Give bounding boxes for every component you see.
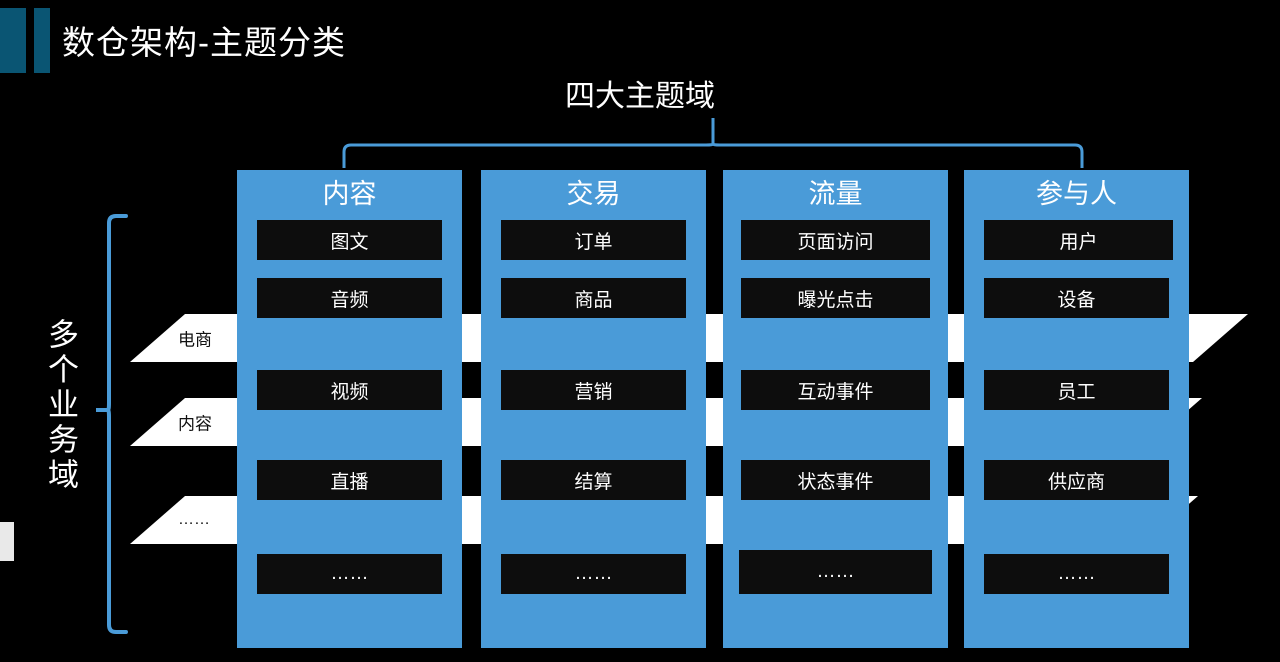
column-cell[interactable]: 供应商	[984, 460, 1169, 500]
column-cell[interactable]: 互动事件	[741, 370, 930, 410]
subject-column-content[interactable]: 内容 图文 音频 视频 直播 ……	[237, 170, 462, 648]
title-accent-bar-left	[0, 8, 26, 73]
business-domain-vertical-label: 多个业务域	[43, 318, 78, 493]
ribbon-label: ……	[178, 511, 210, 528]
column-cell[interactable]: 音频	[257, 278, 442, 318]
column-cell[interactable]: 员工	[984, 370, 1169, 410]
column-cell[interactable]: 营销	[501, 370, 686, 410]
top-curly-bracket-icon	[340, 118, 1086, 170]
column-cell[interactable]: 状态事件	[741, 460, 930, 500]
edge-marker	[0, 522, 14, 561]
column-cell[interactable]: ……	[739, 550, 932, 594]
top-heading: 四大主题域	[565, 80, 715, 113]
subject-column-traffic[interactable]: 流量 页面访问 曝光点击 互动事件 状态事件 ……	[723, 170, 948, 648]
column-cell[interactable]: 直播	[257, 460, 442, 500]
subject-column-participant[interactable]: 参与人 用户 设备 员工 供应商 ……	[964, 170, 1189, 648]
ribbon-label: 内容	[178, 414, 212, 434]
column-cell[interactable]: ……	[257, 554, 442, 594]
column-header: 交易	[566, 179, 621, 209]
column-header: 内容	[322, 179, 377, 209]
column-cell[interactable]: 结算	[501, 460, 686, 500]
column-header: 参与人	[1036, 179, 1117, 209]
left-curly-bracket-icon	[96, 214, 130, 634]
page-title: 数仓架构-主题分类	[62, 24, 346, 61]
column-cell[interactable]: 页面访问	[741, 220, 930, 260]
column-cell[interactable]: 曝光点击	[741, 278, 930, 318]
subject-column-transaction[interactable]: 交易 订单 商品 营销 结算 ……	[481, 170, 706, 648]
column-cell[interactable]: 视频	[257, 370, 442, 410]
column-cell[interactable]: 商品	[501, 278, 686, 318]
column-cell[interactable]: ……	[984, 554, 1169, 594]
ribbon-label: 电商	[178, 330, 212, 350]
title-accent-bar-right	[34, 8, 50, 73]
column-header: 流量	[808, 179, 863, 209]
column-cell[interactable]: 用户	[984, 220, 1173, 260]
column-cell[interactable]: 设备	[984, 278, 1169, 318]
column-cell[interactable]: 图文	[257, 220, 442, 260]
column-cell[interactable]: 订单	[501, 220, 686, 260]
column-cell[interactable]: ……	[501, 554, 686, 594]
